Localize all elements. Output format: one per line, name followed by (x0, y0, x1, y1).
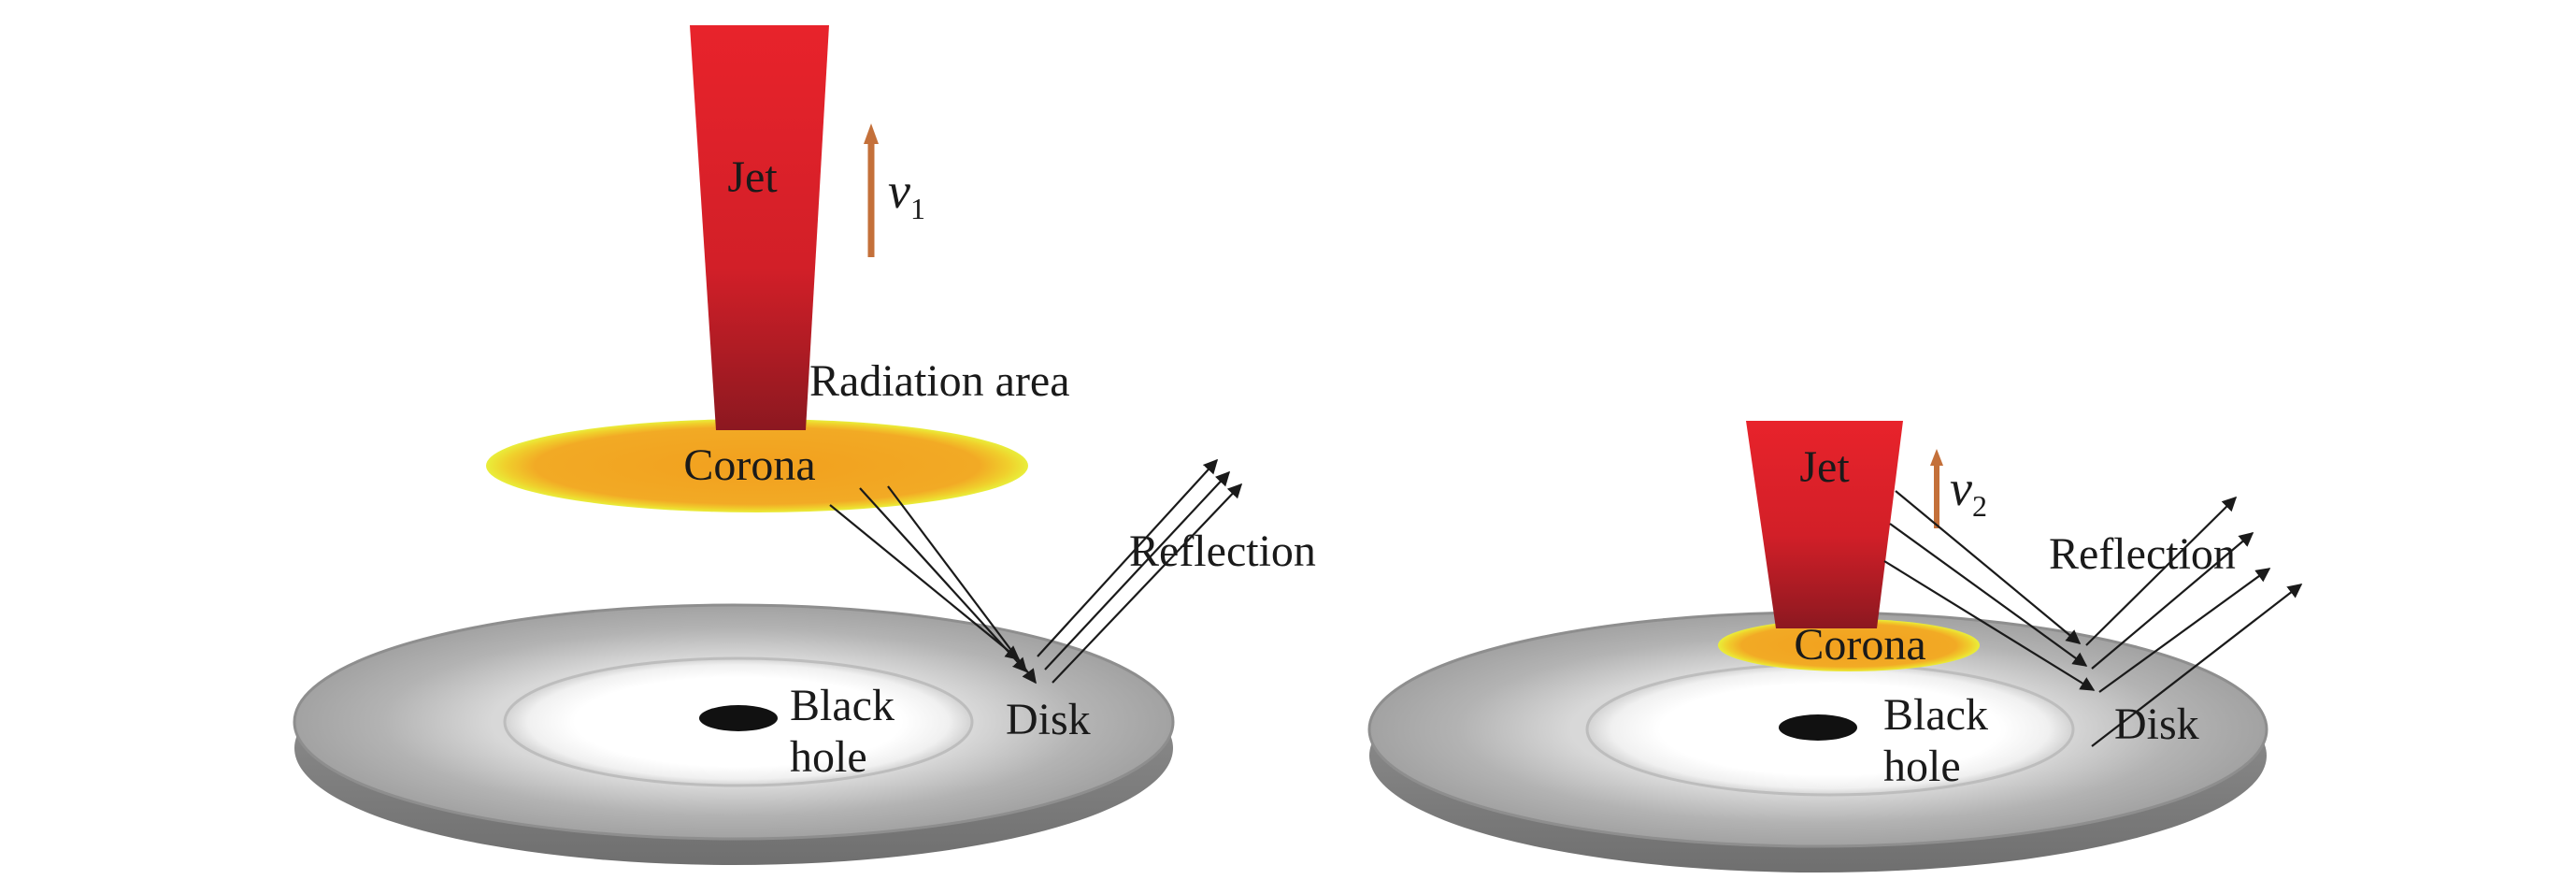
corona-right (1718, 619, 1980, 671)
corona-left (486, 419, 1028, 512)
black-hole-left (699, 705, 778, 731)
velocity-arrow-left (864, 123, 879, 257)
jet-label-left: Jet (727, 152, 778, 202)
reflected-rays-left (1037, 458, 1243, 684)
black-hole-right (1779, 714, 1857, 741)
jet-right (1746, 421, 1903, 628)
black-hole-label-right-1: Black (1883, 690, 1988, 740)
black-hole-label-left-2: hole (790, 732, 867, 782)
jet-label-right: Jet (1799, 442, 1850, 492)
black-hole-label-left-1: Black (790, 681, 894, 730)
velocity-label-right: v2 (1950, 460, 1987, 523)
incident-rays-right (1883, 490, 2096, 691)
incident-rays-left (829, 485, 1037, 685)
velocity-arrow-right (1930, 449, 1943, 528)
radiation-area-label: Radiation area (809, 356, 1070, 406)
panel-left: Jet v1 Radiation area Corona Reflection … (293, 25, 1316, 865)
reflection-label-right: Reflection (2049, 529, 2236, 579)
jet-left (690, 25, 829, 430)
corona-label-right: Corona (1794, 620, 1925, 670)
disk-label-left: Disk (1006, 695, 1091, 744)
disk-label-right: Disk (2114, 699, 2199, 749)
black-hole-label-right-2: hole (1883, 742, 1961, 791)
panel-right: Jet v2 Corona Reflection Black hole Disk (1367, 421, 2303, 872)
reflection-label-left: Reflection (1129, 526, 1316, 576)
corona-label-left: Corona (683, 440, 815, 490)
reflected-rays-right (2085, 496, 2303, 747)
velocity-label-left: v1 (888, 163, 925, 225)
